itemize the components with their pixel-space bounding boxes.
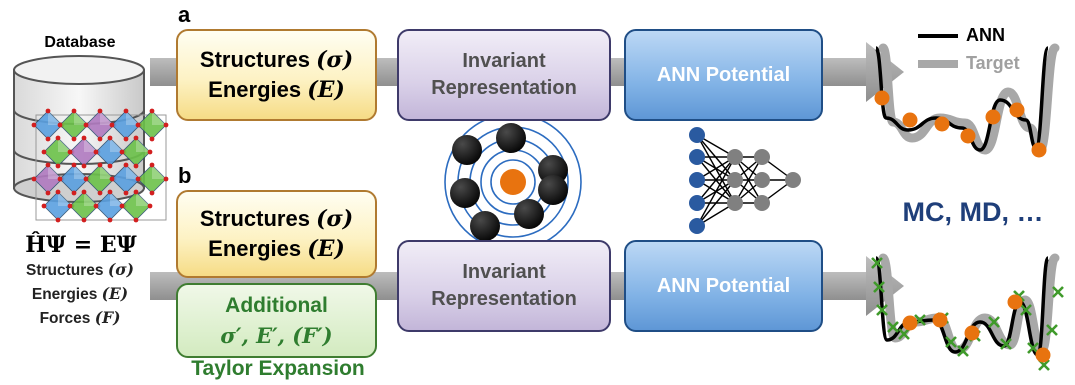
ann-curve-a	[874, 46, 1050, 152]
representation-line2-a: Representation	[431, 77, 577, 99]
additional-title: Additional	[225, 293, 328, 317]
nn-node-0-2	[689, 172, 705, 188]
nn-node-2-2	[754, 195, 770, 211]
data-point-a-0	[874, 90, 890, 106]
data-point-b-1	[932, 312, 948, 328]
schrodinger-equation: ĤΨ = EΨ	[25, 232, 137, 258]
curve-legend	[918, 34, 958, 68]
data-point-b-0	[902, 315, 918, 331]
nn-node-2-0	[754, 149, 770, 165]
invariant-representation-box-b: Invariant Representation	[397, 240, 611, 332]
invariant-representation-box-a: Invariant Representation	[397, 29, 611, 121]
nn-node-2-1	[754, 172, 770, 188]
extra-point-b-2	[876, 304, 888, 316]
extra-point-b-3	[887, 321, 899, 333]
data-point-a-6	[1031, 142, 1047, 158]
extra-point-b-17	[1052, 286, 1064, 298]
nn-node-1-0	[727, 149, 743, 165]
applications-label: MC, MD, …	[902, 197, 1044, 227]
panel-label-b: b	[178, 163, 192, 188]
data-point-b-2	[964, 325, 980, 341]
nn-node-1-2	[727, 195, 743, 211]
neural-network-icon	[689, 127, 801, 234]
representation-line2-b: Representation	[431, 288, 577, 310]
crystal-structure-icon	[31, 108, 169, 223]
extra-point-b-4	[898, 328, 910, 340]
extra-point-b-13	[1020, 304, 1032, 316]
extra-point-b-11	[1000, 338, 1012, 350]
input-energies-a: Energies (E)	[208, 77, 345, 103]
nn-node-3-0	[785, 172, 801, 188]
additional-symbols: σ′, E′, (F′)	[220, 322, 333, 348]
ann-potential-box-b: ANN Potential	[624, 240, 823, 332]
extra-point-b-16	[1046, 324, 1058, 336]
database-item-forces: Forces (F)	[39, 308, 121, 327]
extra-point-b-1	[873, 281, 885, 293]
atomic-environment-icon	[444, 113, 582, 251]
nn-node-0-0	[689, 127, 705, 143]
legend-target-label: Target	[966, 53, 1020, 73]
taylor-expansion-caption: Taylor Expansion	[191, 357, 365, 380]
database-title: Database	[44, 34, 116, 51]
extra-point-b-7	[945, 336, 957, 348]
input-box-b: Structures (σ) Energies (E)	[176, 190, 377, 278]
extra-point-b-0	[871, 257, 883, 269]
nn-node-0-3	[689, 195, 705, 211]
data-point-b-4	[1035, 347, 1051, 363]
input-box-a: Structures (σ) Energies (E)	[176, 29, 377, 121]
data-point-a-1	[902, 112, 918, 128]
ann-potential-box-a: ANN Potential	[624, 29, 823, 121]
panel-label-a: a	[178, 2, 191, 27]
extra-point-b-10	[988, 316, 1000, 328]
potential-curve-b	[871, 253, 1064, 371]
data-point-a-4	[985, 109, 1001, 125]
nn-node-0-4	[689, 218, 705, 234]
representation-line1-b: Invariant	[462, 261, 546, 283]
data-point-b-3	[1007, 294, 1023, 310]
representation-line1-a: Invariant	[462, 50, 546, 72]
legend-ann-label: ANN	[966, 25, 1005, 45]
database-item-energies: Energies (E)	[31, 284, 129, 303]
input-energies-b: Energies (E)	[208, 236, 345, 262]
database-item-structures: Structures (σ)	[26, 260, 134, 279]
data-point-a-3	[960, 128, 976, 144]
extra-point-b-8	[957, 345, 969, 357]
nn-node-1-1	[727, 172, 743, 188]
data-point-a-2	[934, 116, 950, 132]
additional-data-box: Additional σ′, E′, (F′)	[176, 283, 377, 358]
extra-point-b-14	[1027, 342, 1039, 354]
input-structures-b: Structures (σ)	[199, 206, 354, 232]
data-point-a-5	[1009, 102, 1025, 118]
nn-node-0-1	[689, 149, 705, 165]
input-structures-a: Structures (σ)	[199, 47, 354, 73]
potential-curve-a	[874, 43, 1060, 158]
